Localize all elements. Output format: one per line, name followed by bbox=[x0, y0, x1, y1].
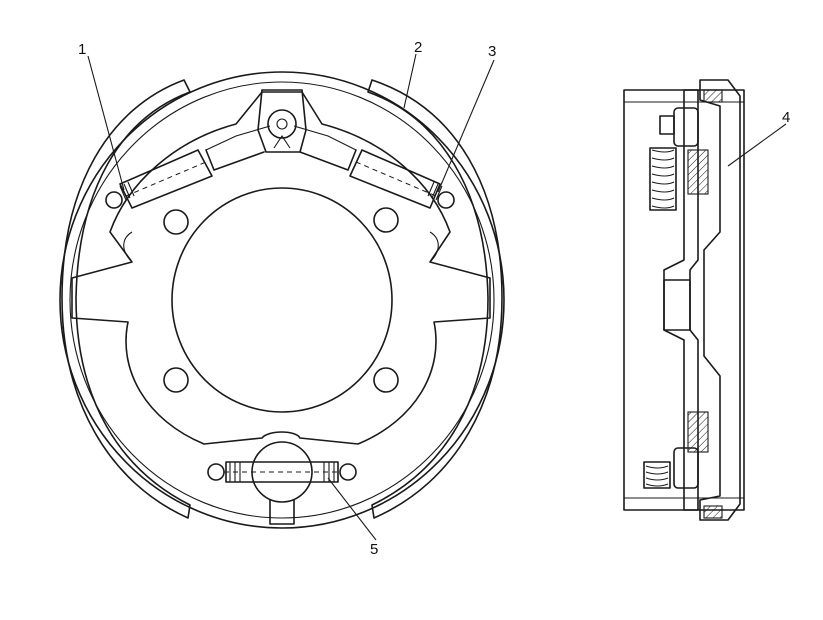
spring-left-body bbox=[119, 149, 213, 209]
side-lower-spring-coil bbox=[645, 465, 669, 487]
callout-1-label: 1 bbox=[78, 41, 86, 58]
side-upper-spring-coil bbox=[651, 149, 675, 209]
right-shoe-lining bbox=[367, 79, 503, 519]
bolt-hole-top-right bbox=[373, 207, 399, 233]
callout-2-label: 2 bbox=[414, 39, 422, 56]
spring-left-axis bbox=[125, 161, 207, 197]
side-drum-profile bbox=[699, 79, 741, 521]
drum-outer-ring bbox=[59, 71, 505, 529]
upper-left-spring-wire bbox=[205, 125, 271, 151]
lower-spring-coils-left bbox=[229, 462, 241, 482]
leader-2 bbox=[403, 53, 417, 109]
side-upper-bolt-head bbox=[659, 115, 675, 135]
hatch-bottom-lip bbox=[703, 505, 723, 519]
side-view bbox=[623, 79, 745, 521]
callouts: 1 2 3 4 5 bbox=[78, 39, 790, 558]
anchor-web-right bbox=[299, 149, 357, 171]
bottom-anchor-foot bbox=[269, 499, 295, 525]
front-view bbox=[59, 71, 505, 529]
leader-1 bbox=[87, 55, 125, 191]
backing-plate bbox=[71, 91, 491, 445]
side-hub-step bbox=[663, 279, 691, 331]
side-plate-web bbox=[663, 89, 699, 511]
top-anchor-pin-center bbox=[276, 118, 288, 130]
lower-spring-left-end bbox=[207, 463, 225, 481]
bolt-hole-bottom-left bbox=[163, 367, 189, 393]
spring-right-axis bbox=[355, 161, 437, 197]
side-lower-spring-outline bbox=[643, 461, 671, 489]
spring-right-coils bbox=[427, 181, 443, 201]
side-upper-bolt bbox=[673, 107, 699, 147]
lower-spring-body bbox=[225, 461, 339, 483]
center-bore bbox=[171, 187, 393, 413]
hatch-upper-web bbox=[687, 149, 709, 195]
left-shoe-lining bbox=[61, 79, 191, 519]
hatch-lower-web bbox=[687, 411, 709, 453]
plate-left-ear bbox=[123, 231, 133, 263]
anchor-mark bbox=[273, 135, 291, 149]
leader-4 bbox=[727, 123, 787, 167]
side-lower-bolt bbox=[673, 447, 699, 489]
hatch-top-lip bbox=[703, 89, 723, 103]
spring-right-adjuster bbox=[437, 191, 455, 209]
spring-left-adjuster bbox=[105, 191, 123, 209]
lower-spring-right-end bbox=[339, 463, 357, 481]
callout-4-label: 4 bbox=[782, 109, 790, 126]
callout-3-label: 3 bbox=[488, 43, 496, 60]
upper-right-spring-wire bbox=[293, 125, 357, 151]
anchor-web-left bbox=[205, 149, 265, 171]
drum-inner-ring bbox=[69, 81, 495, 519]
leader-5 bbox=[327, 477, 377, 541]
bolt-hole-bottom-right bbox=[373, 367, 399, 393]
leader-3 bbox=[437, 59, 495, 193]
spring-left-coils bbox=[119, 181, 135, 201]
bolt-hole-top-left bbox=[163, 209, 189, 235]
callout-5-label: 5 bbox=[370, 541, 378, 558]
spring-right-body bbox=[349, 149, 441, 209]
side-upper-spring-outline bbox=[649, 147, 677, 211]
plate-right-ear bbox=[429, 231, 439, 263]
top-anchor-pin bbox=[267, 109, 297, 139]
